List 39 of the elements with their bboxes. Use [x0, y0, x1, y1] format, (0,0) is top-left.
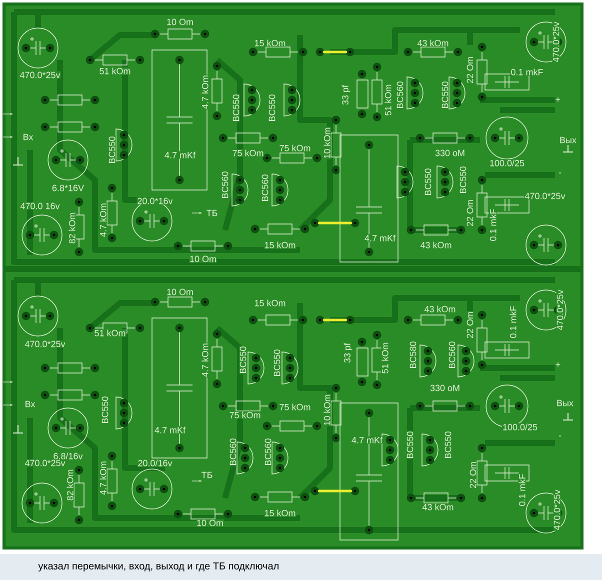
component-label: 4.7 kOm [201, 342, 209, 378]
component-label: 10 kOm [323, 126, 331, 160]
component-label: 100.0/25 [502, 423, 538, 431]
component-label: 75 kOm [228, 411, 262, 419]
component-label: 4.7 mKf [351, 436, 383, 444]
component-label: 0.1 mkF [489, 208, 497, 242]
component-label: 20.0/16v [137, 459, 173, 467]
component-label: 51 kOm [98, 67, 132, 75]
component-label: 4.7 kOm [201, 74, 209, 110]
component-label: 4.7 kOm [99, 202, 107, 238]
component-label: 6.8/16v [52, 452, 84, 460]
component-label: 15 kOm [264, 241, 296, 249]
component-label: 75 kOm [278, 403, 312, 411]
component-label: 51 kOm [384, 84, 392, 116]
component-label: 82 kOm [68, 212, 76, 244]
component-label: 0.1 mkF [509, 305, 517, 339]
component-label: 43 kOm [422, 503, 454, 511]
component-label: - [558, 435, 562, 439]
component-label: 43 kOm [420, 241, 452, 249]
component-label: 43 kOm [424, 305, 456, 313]
component-label: 0.1 mkF [518, 473, 526, 507]
component-label: 51 kOm [381, 342, 389, 374]
component-label: 100.0/25 [488, 159, 526, 167]
component-label: 4.7 mKf [364, 234, 396, 242]
component-label: 51 kOm [94, 329, 126, 337]
component-label: 15 kOm [254, 39, 286, 47]
component-label: 75 kOm [232, 149, 264, 157]
component-label: 10 kOm [323, 394, 331, 426]
component-label: 43 kOm [416, 39, 450, 47]
component-label: 4.7 mKf [164, 151, 196, 159]
component-label: 75 kOm [278, 144, 312, 152]
caption: указал перемычки, вход, выход и где ТБ подключал [38, 562, 278, 572]
component-label: 15 kOm [264, 509, 296, 517]
component-label: 82 kOm [66, 468, 74, 502]
component-label: 4.7 kOm [99, 460, 107, 496]
component-label: 4.7 mKf [154, 426, 186, 434]
component-label: 15 kOm [254, 299, 286, 307]
component-label: 0.1 mkF [510, 68, 544, 76]
component-label: - [558, 172, 562, 176]
